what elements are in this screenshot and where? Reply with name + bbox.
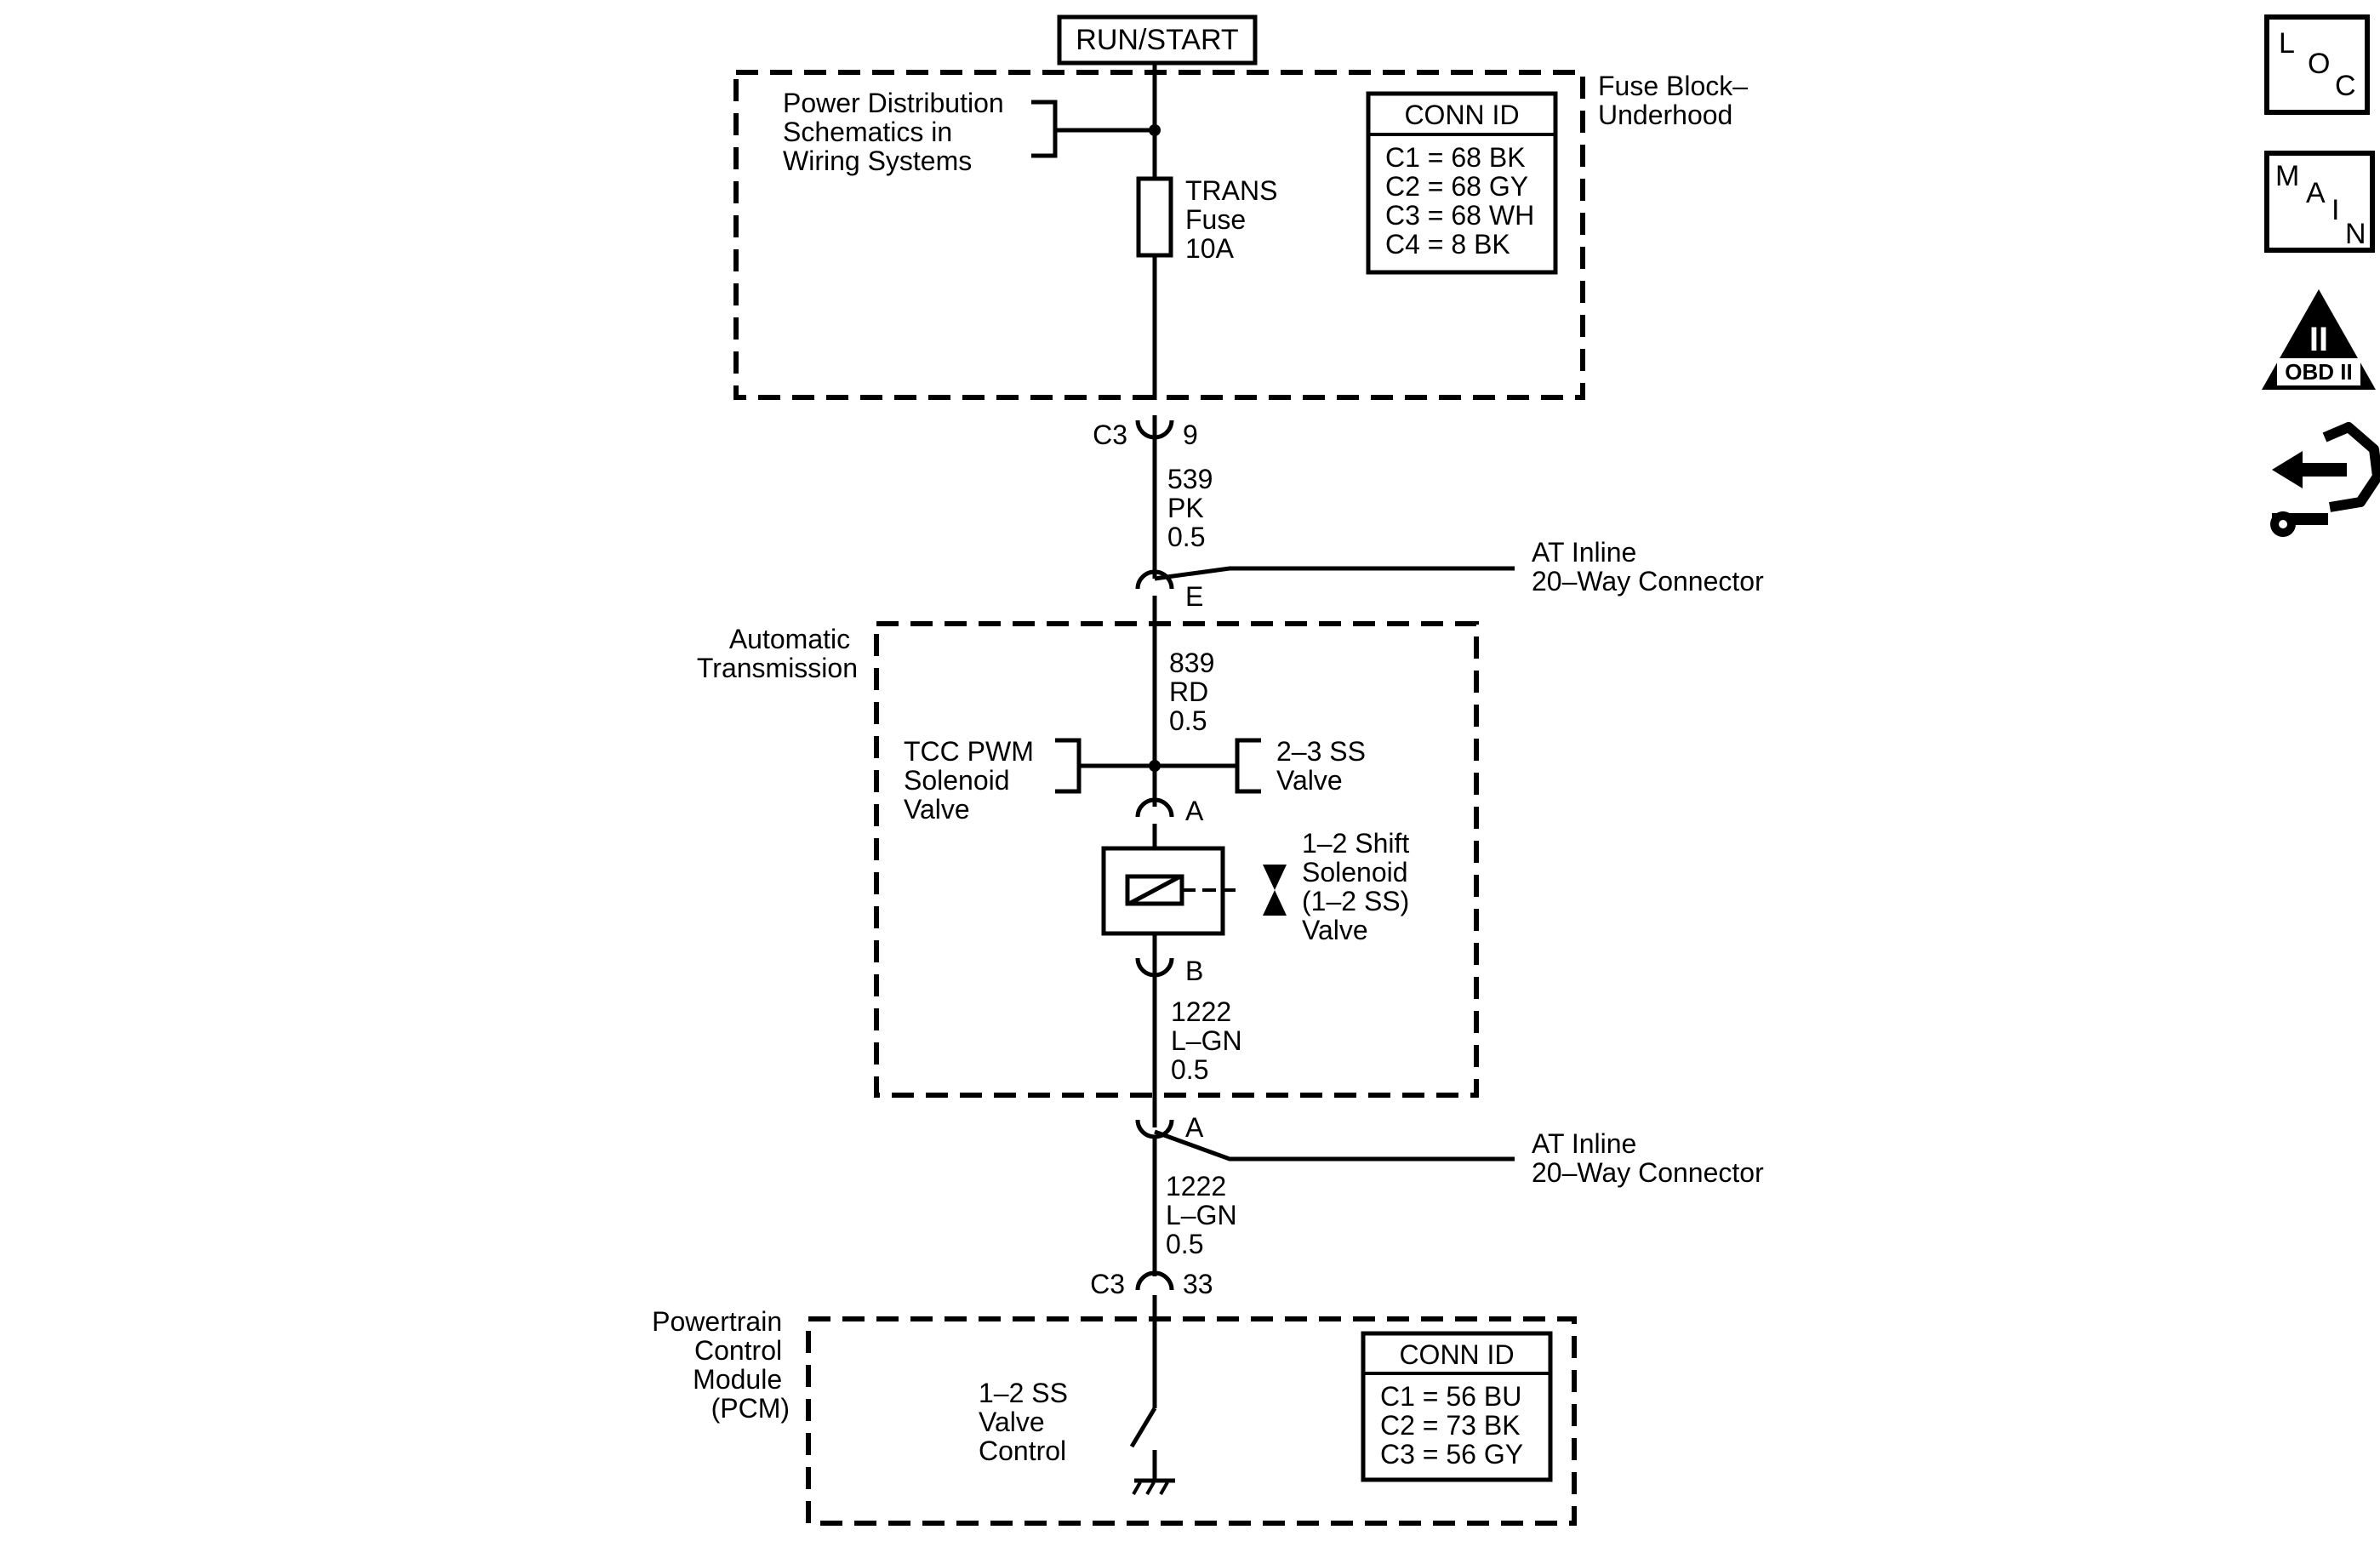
inline-connector-e-name: AT Inline 20–Way Connector <box>1532 537 1764 596</box>
transmission-name: Automatic Transmission <box>697 624 858 683</box>
pcm-switch <box>1129 1407 1157 1448</box>
trans-fuse-symbol <box>1136 176 1173 258</box>
connector-c3-33-symbol <box>1135 1270 1174 1291</box>
transmission-boundary <box>874 621 1479 1098</box>
splice-dot-top <box>1149 124 1161 136</box>
solenoid-pin-b: B <box>1185 956 1203 986</box>
tcc-pwm-solenoid-label: TCC PWM Solenoid Valve <box>904 736 1042 825</box>
loc-icon[interactable]: L O C <box>2264 14 2370 115</box>
inline-connector-e-pin: E <box>1185 581 1203 612</box>
pcm-conn-id-row: C3 = 56 GY <box>1380 1439 1523 1470</box>
wire-1222-label: 1222 L–GN 0.5 <box>1171 996 1249 1085</box>
fuse-block-boundary <box>733 70 1585 400</box>
inline-connector-e-leader <box>1154 566 1515 581</box>
loc-icon-letter: L <box>2279 27 2295 60</box>
wire-1222-lower-label: 1222 L–GN 0.5 <box>1166 1171 1244 1259</box>
power-source-box <box>1057 14 1258 66</box>
obd-ii-icon[interactable]: II OBD II <box>2262 289 2376 390</box>
main-icon-letter: M <box>2275 160 2299 192</box>
connector-c3-33-pin: 33 <box>1183 1269 1213 1299</box>
obd-ii-numeral: II <box>2309 321 2328 358</box>
ss23-bracket <box>1155 738 1261 794</box>
ground-icon <box>1132 1478 1175 1495</box>
shift-solenoid-label: 1–2 Shift Solenoid (1–2 SS) Valve <box>1302 828 1417 945</box>
main-icon-letter: I <box>2331 194 2339 226</box>
connector-end-view-icon[interactable] <box>2270 422 2380 537</box>
fuse-block-conn-id-row: C3 = 68 WH <box>1385 200 1534 231</box>
loc-icon-letter: O <box>2308 48 2330 80</box>
fuse-block-name: Fuse Block– Underhood <box>1598 71 1755 130</box>
fuse-block-conn-id-row: C4 = 8 BK <box>1385 229 1510 260</box>
power-distribution-bracket <box>1031 100 1155 158</box>
fuse-block-conn-id-table <box>1366 91 1558 275</box>
pcm-conn-id-table <box>1361 1331 1553 1482</box>
pcm-control-label: 1–2 SS Valve Control <box>979 1378 1076 1466</box>
connector-c3-9-pin: 9 <box>1183 420 1198 450</box>
power-source-label: RUN/START <box>1076 24 1238 56</box>
inline-connector-e-symbol <box>1135 569 1174 590</box>
inline-connector-a-name: AT Inline 20–Way Connector <box>1532 1128 1764 1188</box>
splice-dot-transmission <box>1149 760 1161 772</box>
wire-539-label: 539 PK 0.5 <box>1167 464 1220 552</box>
valve-icon <box>1263 865 1287 916</box>
main-icon[interactable]: M A I N <box>2264 151 2375 253</box>
main-icon-letter: N <box>2345 218 2366 250</box>
obd-ii-label: OBD II <box>2285 359 2352 385</box>
fuse-block-conn-id-row: C2 = 68 GY <box>1385 171 1528 202</box>
pcm-conn-id-row: C1 = 56 BU <box>1380 1381 1521 1412</box>
pcm-conn-id-row: C2 = 73 BK <box>1380 1410 1521 1441</box>
fuse-block-conn-id-title: CONN ID <box>1404 100 1519 130</box>
wire-839-label: 839 RD 0.5 <box>1169 648 1222 736</box>
tcc-pwm-bracket <box>1055 738 1155 794</box>
solenoid-pin-a-symbol <box>1135 797 1174 818</box>
inline-connector-a-symbol <box>1135 1119 1174 1139</box>
loc-icon-letter: C <box>2335 70 2356 102</box>
ss23-valve-label: 2–3 SS Valve <box>1276 736 1373 796</box>
solenoid-pin-a: A <box>1185 796 1204 826</box>
fuse-block-conn-id-row: C1 = 68 BK <box>1385 142 1526 173</box>
pcm-name: Powertrain Control Module (PCM) <box>652 1306 790 1424</box>
pcm-boundary <box>806 1316 1577 1526</box>
trans-fuse-label: TRANS Fuse 10A <box>1185 175 1285 264</box>
power-distribution-ref: Power Distribution Schematics in Wiring … <box>783 88 1012 176</box>
connector-c3-9-name: C3 <box>1093 420 1127 450</box>
main-icon-letter: A <box>2306 177 2326 209</box>
connector-c3-33-name: C3 <box>1090 1269 1125 1299</box>
pcm-conn-id-title: CONN ID <box>1399 1339 1514 1370</box>
inline-connector-a-pin: A <box>1185 1112 1204 1143</box>
inline-connector-a-leader <box>1154 1129 1515 1162</box>
